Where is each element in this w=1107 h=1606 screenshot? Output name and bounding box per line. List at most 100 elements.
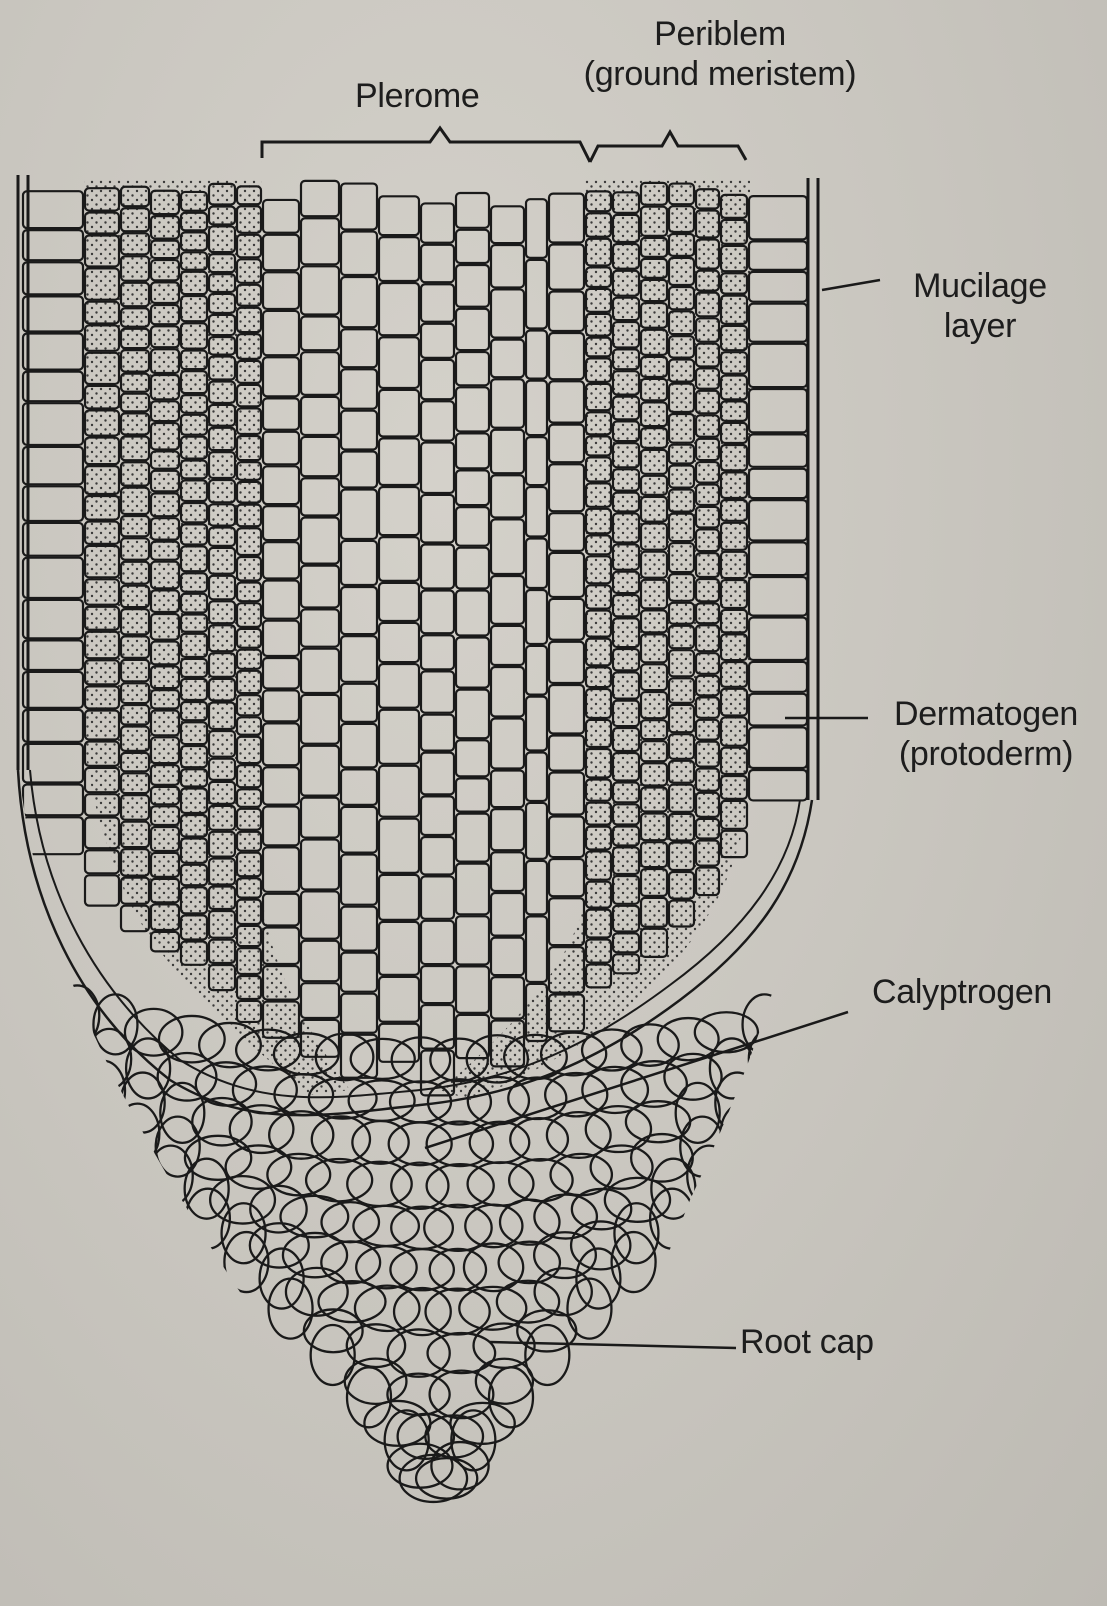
cell (301, 840, 339, 890)
cell (301, 941, 339, 981)
root-cap-cell (567, 1279, 611, 1339)
cell (749, 434, 807, 466)
root-cap-cell (499, 1242, 560, 1283)
cell (421, 753, 454, 795)
cell (341, 769, 377, 805)
cell (341, 184, 377, 230)
root-cap-cell (351, 1039, 415, 1079)
root-cap-cell (394, 1288, 451, 1335)
cell (491, 719, 524, 769)
cell (526, 590, 547, 644)
cell (456, 638, 489, 688)
cell (263, 581, 299, 619)
root-cap-cell (321, 1241, 380, 1283)
cell (301, 798, 339, 838)
root-cap-cell (621, 1024, 678, 1065)
cell (526, 381, 547, 435)
cell (491, 430, 524, 474)
cell (379, 390, 419, 437)
root-cap-cell (281, 1196, 349, 1237)
cell (379, 583, 419, 621)
cell (421, 443, 454, 493)
cell (263, 807, 299, 846)
root-cap-cell (489, 1367, 533, 1427)
cell (421, 796, 454, 835)
cell (456, 230, 489, 263)
root-cap-cell (269, 1111, 333, 1158)
cell (379, 283, 419, 335)
root-cap-cell (755, 1061, 799, 1121)
cell (263, 847, 299, 891)
cell (526, 330, 547, 378)
cell (549, 599, 584, 640)
mucilage-label-line1: Mucilage (880, 266, 1080, 306)
root-cap-cell (535, 1268, 592, 1315)
cell (456, 548, 489, 589)
cell (341, 684, 377, 722)
cell (23, 447, 83, 484)
root-cap-cell (250, 1186, 306, 1233)
cell (491, 893, 524, 936)
cell (379, 623, 419, 662)
cell (491, 977, 524, 1018)
cell (421, 591, 454, 634)
cell (23, 817, 83, 854)
cell (263, 235, 299, 271)
cell (491, 245, 524, 287)
root-cap-cell (721, 1104, 765, 1164)
cell (23, 262, 83, 294)
cell (379, 196, 419, 235)
cell (23, 523, 83, 556)
cell (301, 397, 339, 435)
cell (379, 487, 419, 535)
cell (263, 466, 299, 504)
cell (526, 539, 547, 589)
root-cap-cell (424, 1205, 491, 1251)
cell (491, 206, 524, 243)
cell (491, 475, 524, 517)
cell (749, 500, 807, 540)
cell (491, 379, 524, 428)
root-cap-cell (500, 1200, 559, 1245)
root-cap-cell (497, 1281, 559, 1323)
cell (301, 649, 339, 693)
plerome-label: Plerome (355, 76, 480, 116)
root-cap-cell (267, 1154, 330, 1195)
cell (749, 344, 807, 387)
cell (301, 566, 339, 608)
cell (526, 646, 547, 695)
cell (549, 425, 584, 463)
cell (23, 486, 83, 521)
root-cap-cell (55, 985, 99, 1045)
cell (749, 304, 807, 342)
cell (421, 495, 454, 543)
cell (749, 727, 807, 768)
cell (263, 272, 299, 309)
cell (379, 237, 419, 281)
cell (749, 272, 807, 302)
cell (491, 938, 524, 975)
cell (263, 723, 299, 765)
cell (341, 369, 377, 408)
cell (549, 464, 584, 511)
cell (421, 671, 454, 712)
cell (379, 337, 419, 388)
root-cap-cell (427, 1164, 494, 1207)
cell (263, 200, 299, 233)
cell (749, 577, 807, 615)
cell (23, 230, 83, 260)
cell (263, 894, 299, 926)
root-cap-cell (185, 1136, 251, 1180)
cell (526, 697, 547, 751)
dermatogen-label-line2: (protoderm) (870, 734, 1102, 774)
root-cap-cell (260, 1249, 304, 1309)
cell (23, 558, 83, 598)
cell (341, 953, 377, 992)
cell (456, 740, 489, 776)
cell (263, 658, 299, 688)
cell (549, 513, 584, 551)
cell (491, 770, 524, 807)
cell (526, 803, 547, 859)
cell (549, 553, 584, 597)
